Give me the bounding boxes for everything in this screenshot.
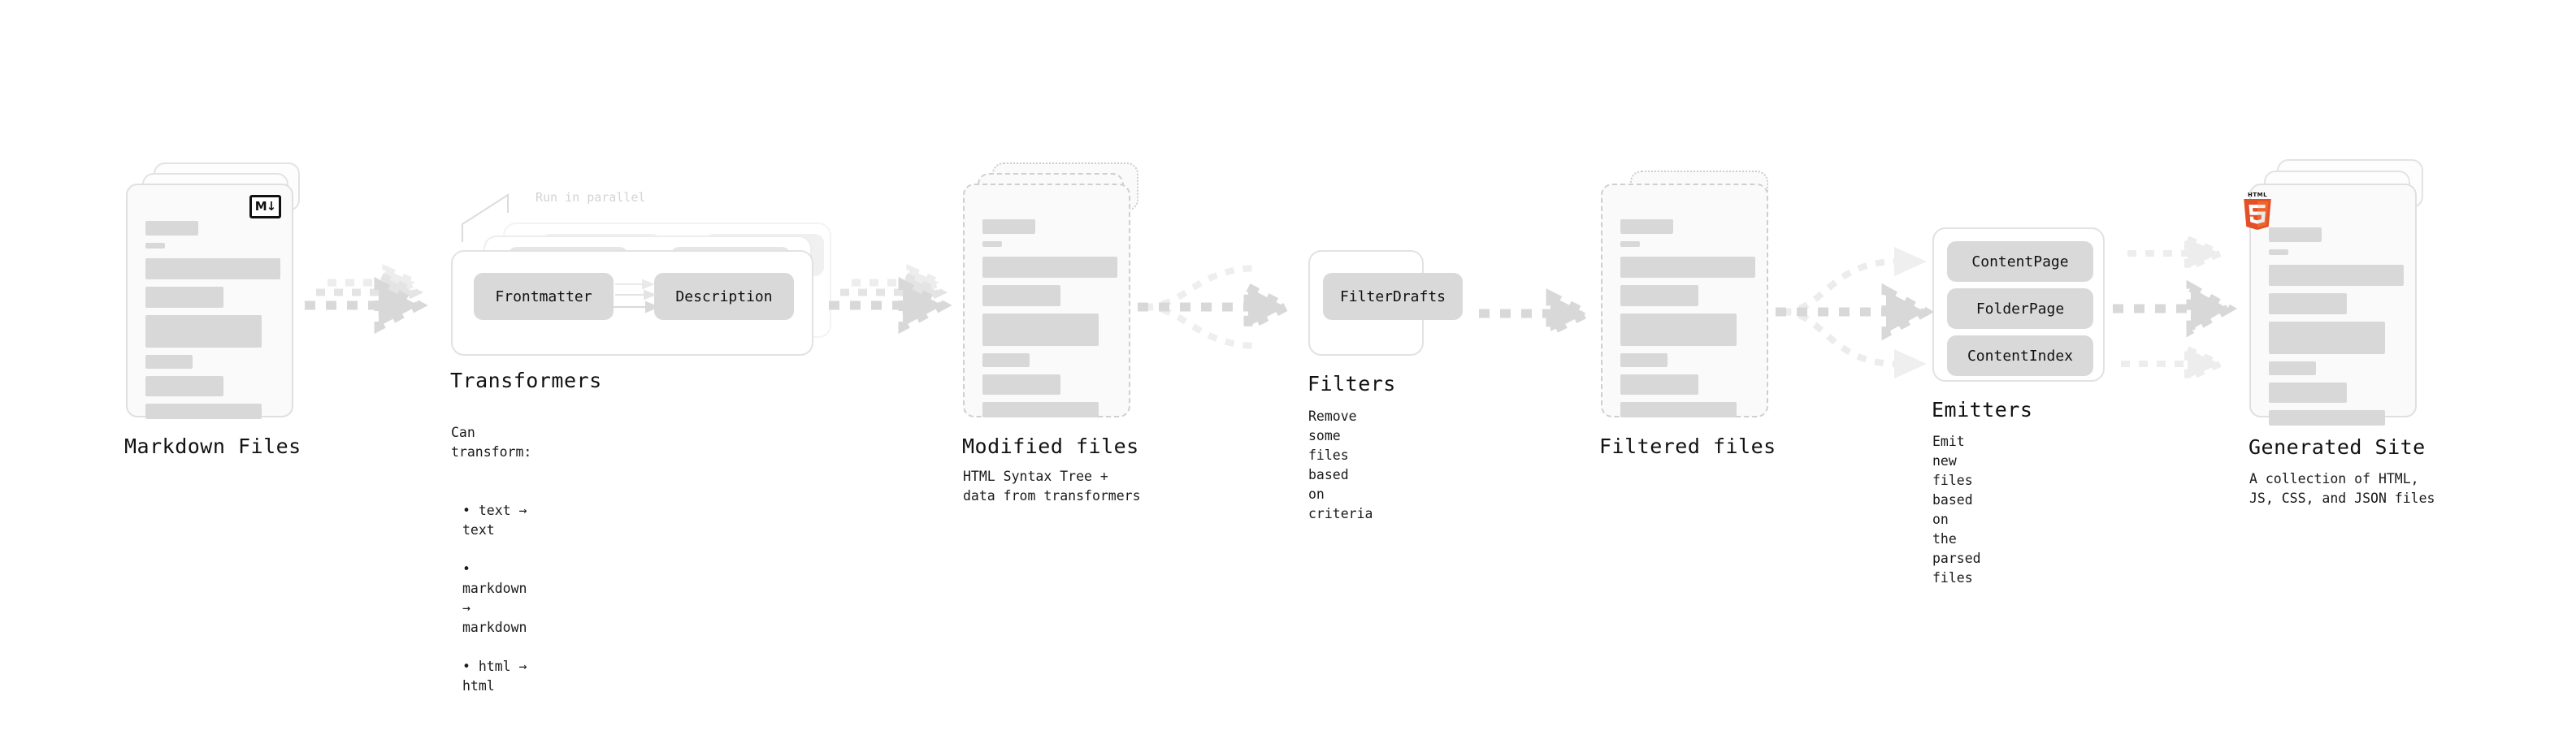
- bullet-label: text → text: [462, 503, 527, 538]
- filtered-file-stack: [1601, 171, 1780, 430]
- connector-filters-to-filtered: [1479, 288, 1597, 339]
- stage-subtitle-modified-files: HTML Syntax Tree + data from transformer…: [963, 469, 1141, 504]
- bullet-html-to-html: • html → html: [462, 659, 527, 694]
- markdown-file-stack: M↓: [126, 162, 305, 422]
- annotation-run-in-parallel: Run in parallel: [536, 190, 646, 205]
- bullet-label: markdown → markdown: [462, 581, 527, 635]
- connector-md-to-transformers: [305, 264, 428, 335]
- chip-contentpage[interactable]: ContentPage: [1947, 241, 2093, 282]
- stage-title-emitters: Emitters: [1932, 398, 2033, 422]
- stage-markdown-files: M↓ Markdown Files: [124, 162, 305, 458]
- stage-title-transformers: Transformers: [450, 369, 602, 392]
- chip-contentindex[interactable]: ContentIndex: [1947, 335, 2093, 376]
- stage-title-generated-site: Generated Site: [2249, 435, 2426, 459]
- html5-badge-label: HTML: [2247, 192, 2268, 198]
- doc-skeleton: [145, 221, 280, 426]
- stage-title-markdown-files: Markdown Files: [124, 435, 301, 458]
- doc-skeleton: [2269, 227, 2404, 433]
- stage-title-filters: Filters: [1308, 372, 1396, 396]
- filtered-card-front: [1601, 184, 1768, 417]
- stage-subtitle-filters: Remove some files based on criteria: [1308, 409, 1373, 521]
- stage-title-modified-files: Modified files: [962, 435, 1139, 458]
- modified-card-front: [963, 184, 1130, 417]
- markdown-card-front: M↓: [126, 184, 293, 419]
- stage-title-filtered-files: Filtered files: [1599, 435, 1776, 458]
- stage-subtitle-transformers: Can transform: • text → text • markdown …: [451, 404, 531, 735]
- emitters-group: ContentPage FolderPage ContentIndex: [1932, 227, 2105, 382]
- transformer-group-front: Frontmatter Description: [451, 250, 813, 356]
- bullet-text-to-text: • text → text: [462, 503, 527, 538]
- site-card-front: HTML: [2244, 184, 2417, 426]
- stage-generated-site: CSS HTML: [2244, 159, 2436, 506]
- chip-frontmatter[interactable]: Frontmatter: [474, 273, 614, 320]
- connector-emitters-to-site: [2113, 233, 2238, 384]
- pipeline-diagram: M↓ Markdown Files: [124, 159, 2436, 694]
- html5-icon: HTML: [2242, 192, 2273, 230]
- transformer-inner-arrows: [614, 279, 660, 313]
- bullet-markdown-to-markdown: • markdown → markdown: [462, 561, 527, 635]
- generated-site-stack: CSS HTML: [2244, 159, 2436, 427]
- stage-filtered-files: Filtered files: [1599, 171, 1780, 458]
- connector-modified-to-filters: [1138, 265, 1295, 349]
- markdown-badge-label: M↓: [254, 199, 276, 214]
- stage-subtitle-emitters: Emit new files based on the parsed files: [1932, 434, 1981, 586]
- stage-subtitle-generated-site: A collection of HTML, JS, CSS, and JSON …: [2249, 471, 2435, 506]
- chip-folderpage[interactable]: FolderPage: [1947, 288, 2093, 329]
- bullet-label: html → html: [462, 659, 527, 694]
- chip-filterdrafts[interactable]: FilterDrafts: [1323, 273, 1463, 320]
- filters-group: FilterDrafts: [1308, 250, 1463, 356]
- markdown-badge: M↓: [249, 195, 281, 218]
- chip-description[interactable]: Description: [654, 273, 794, 320]
- stage-modified-files: Modified files HTML Syntax Tree + data f…: [962, 162, 1142, 504]
- doc-skeleton: [982, 219, 1117, 425]
- modified-file-stack: [963, 162, 1142, 422]
- connector-filtered-to-emitters: [1776, 247, 1935, 378]
- connector-transformers-to-modified: [829, 264, 952, 335]
- doc-skeleton: [1620, 219, 1755, 425]
- transformers-subtitle-line: Can transform:: [451, 425, 532, 460]
- html5-shield: [2244, 199, 2271, 230]
